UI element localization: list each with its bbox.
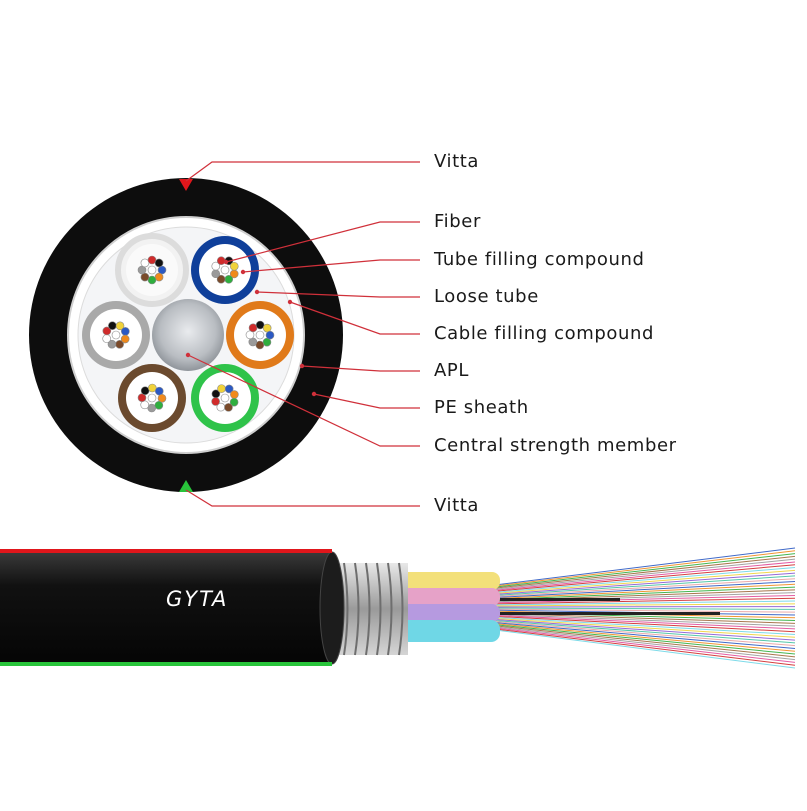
label-cable-filling-compound: Cable filling compound [434, 323, 654, 345]
fiber-dot [225, 275, 233, 283]
tube-pink [400, 588, 500, 606]
fiber-dot [155, 259, 163, 267]
fiber-dot [221, 394, 229, 402]
fiber-strand [495, 622, 795, 646]
fiber-dot [121, 327, 129, 335]
fiber-dot [256, 331, 264, 339]
fiber-dot [230, 391, 238, 399]
leader-vitta-top [186, 162, 420, 181]
tube-yellow [400, 572, 500, 590]
central-strength-member [152, 299, 224, 371]
fiber-dot [148, 266, 156, 274]
fiber-dot [249, 324, 257, 332]
label-vitta-top: Vitta [434, 151, 479, 173]
fiber-strand [495, 628, 795, 663]
label-tube-filling-compound: Tube filling compound [434, 249, 645, 271]
fiber-dot [249, 338, 257, 346]
vitta-green-stripe [0, 662, 332, 666]
fiber-dot [266, 331, 274, 339]
cross-section [29, 178, 343, 492]
fiber-dot [230, 262, 238, 270]
vitta-red-stripe [0, 549, 332, 553]
label-central-strength-member: Central strength member [434, 435, 677, 457]
fiber-dot [121, 335, 129, 343]
cable-side-view: GYTA [0, 548, 795, 668]
fiber-dot [218, 385, 226, 393]
cable-print-text: GYTA [166, 587, 228, 611]
leader-vitta-bottom [186, 490, 420, 506]
label-fiber: Fiber [434, 211, 481, 233]
label-apl: APL [434, 360, 469, 382]
label-vitta-bottom: Vitta [434, 495, 479, 517]
fiber-dot [212, 397, 220, 405]
label-pe-sheath: PE sheath [434, 397, 529, 419]
fiber-dot [221, 266, 229, 274]
fiber-dot [141, 387, 149, 395]
fiber-strand [495, 626, 795, 657]
fiber-dot [108, 322, 116, 330]
label-loose-tube: Loose tube [434, 286, 539, 308]
fiber-dot [217, 257, 225, 265]
fiber-dot [148, 394, 156, 402]
fiber-dot [224, 403, 232, 411]
tube-purple [400, 604, 500, 622]
fiber-dot [112, 331, 120, 339]
fiber-dot [263, 324, 271, 332]
tube-cyan [400, 620, 500, 642]
jacket-end [320, 552, 344, 664]
fiber-dot [103, 335, 111, 343]
fiber-fan [495, 548, 795, 668]
fiber-dot [155, 387, 163, 395]
fiber-dot [155, 401, 163, 409]
fiber-dot [212, 270, 220, 278]
fiber-dot [141, 401, 149, 409]
